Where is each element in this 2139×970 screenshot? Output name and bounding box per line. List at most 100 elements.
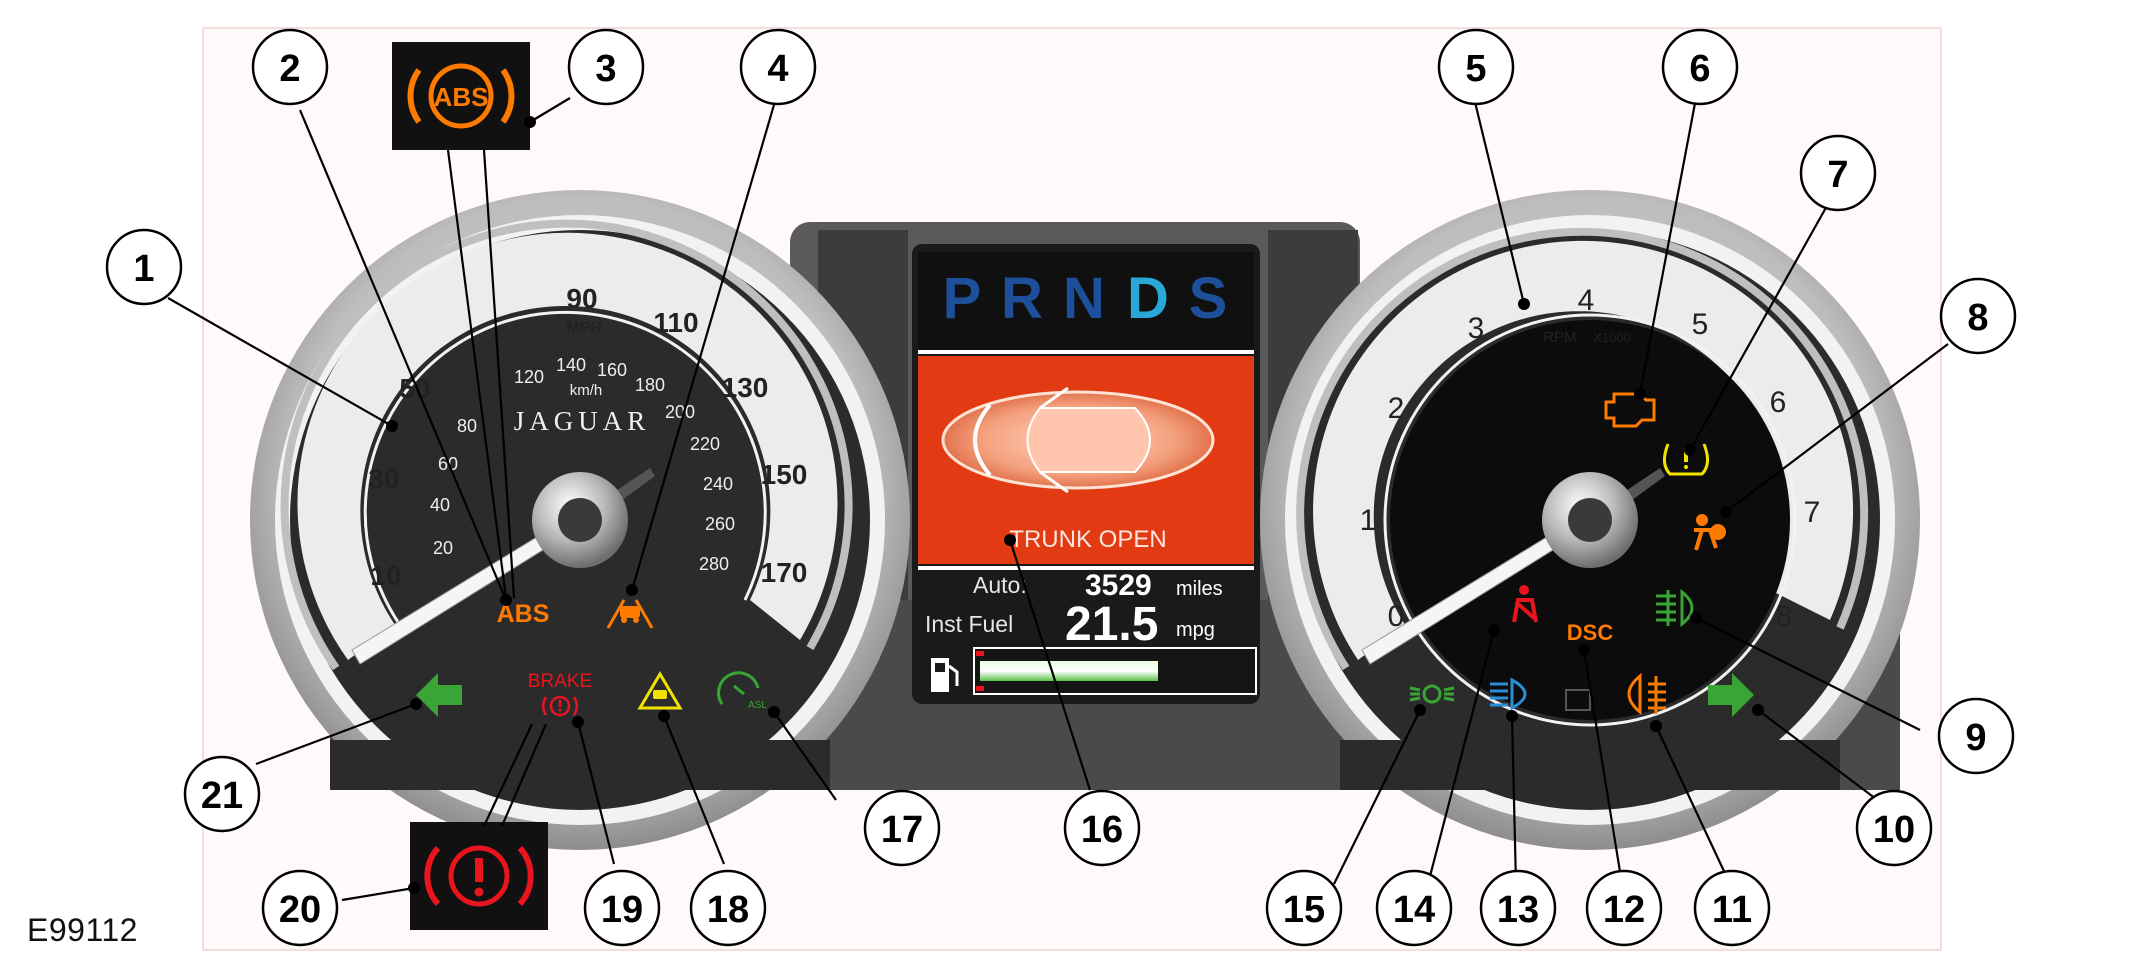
kmh-tick-label: 260: [705, 514, 735, 534]
callout-10: 10: [1855, 789, 1933, 867]
rpm-unit-label: RPM: [1543, 329, 1576, 346]
callout-number: 3: [595, 48, 616, 90]
callouts: 1 2 3 4 5 6 7 8 9 10 11 12 13 14 15 16 1…: [105, 28, 2017, 947]
fuel-economy-value: 21.5: [1065, 598, 1158, 651]
callout-number: 20: [279, 889, 321, 931]
kmh-tick-label: 120: [514, 367, 544, 387]
callout-number: 21: [201, 775, 243, 817]
mph-tick-label: 110: [653, 307, 698, 338]
rpm-tick-label: 4: [1578, 284, 1595, 317]
callout-20: 20: [261, 869, 339, 947]
trunk-open-message: TRUNK OPEN: [1009, 526, 1166, 553]
svg-text:ASL: ASL: [748, 700, 767, 711]
callout-16: 16: [1063, 789, 1141, 867]
check-engine-icon: [1604, 392, 1656, 428]
tachometer: 0 1 2 3 4 5 6 7 8 RPM X1000: [1260, 190, 1920, 850]
callout-number: 2: [279, 48, 300, 90]
callout-21: 21: [183, 755, 261, 833]
kmh-tick-label: 280: [699, 554, 729, 574]
rpm-tick-label: 5: [1692, 308, 1709, 341]
callout-number: 4: [767, 48, 788, 90]
callout-11: 11: [1693, 869, 1771, 947]
callout-number: 1: [133, 248, 154, 290]
kmh-tick-label: 140: [556, 355, 586, 375]
callout-number: 17: [881, 809, 923, 851]
kmh-tick-label: 200: [665, 402, 695, 422]
main-beam-icon: [1490, 677, 1527, 711]
callout-12: 12: [1585, 869, 1663, 947]
brake-warning-text: BRAKE: [528, 671, 592, 692]
fuel-gauge-fill: [980, 661, 1158, 681]
callout-number: 16: [1081, 809, 1123, 851]
callout-3: 3: [567, 28, 645, 106]
odometer-label: Auto:: [973, 572, 1027, 598]
tire-pressure-icon: [1663, 443, 1709, 476]
mph-scale-ring: [297, 232, 838, 661]
mph-tick-label: 50: [399, 373, 430, 404]
callout-4: 4: [739, 28, 817, 106]
rpm-tick-label: 0: [1388, 600, 1405, 633]
gear-r: R: [1001, 266, 1043, 331]
front-fog-light-icon: [1627, 672, 1666, 716]
brake-inset: [410, 822, 548, 930]
side-lights-icon: [1409, 684, 1455, 704]
airbag-warning-icon: [1694, 514, 1726, 551]
gear-n: N: [1063, 266, 1105, 331]
rpm-tick-label: 6: [1770, 386, 1787, 419]
center-display: P R N D S TRUNK OPEN Auto: 3529 miles In…: [912, 244, 1260, 704]
callout-9: 9: [1937, 697, 2015, 775]
callout-number: 6: [1689, 48, 1710, 90]
mph-tick-label: 130: [722, 372, 769, 403]
mph-tick-label: 170: [761, 557, 808, 588]
mph-tick-label: 10: [370, 560, 401, 591]
rpm-scale-ring: [1313, 240, 1854, 660]
callout-number: 7: [1827, 154, 1848, 196]
abs-inset: ABS: [392, 42, 530, 150]
callout-number: 13: [1497, 889, 1539, 931]
figure-id-label: E99112: [27, 912, 138, 948]
inner-ring: [363, 310, 767, 626]
dsc-warning-icon: DSC: [1567, 620, 1614, 645]
mph-tick-label: 90: [566, 283, 597, 314]
callout-number: 15: [1283, 889, 1325, 931]
rpm-tick-label: 1: [1360, 504, 1377, 537]
gear-s: S: [1189, 266, 1228, 331]
adaptive-speed-icon: ASL: [717, 671, 767, 711]
kmh-tick-label: 80: [457, 416, 477, 436]
callout-2: 2: [251, 28, 329, 106]
fuel-economy-unit: mpg: [1176, 619, 1215, 641]
kmh-tick-label: 20: [433, 538, 453, 558]
callout-number: 14: [1393, 889, 1435, 931]
callout-number: 10: [1873, 809, 1915, 851]
callout-number: 8: [1967, 297, 1988, 339]
callout-18: 18: [689, 869, 767, 947]
car-top-view-icon: [941, 386, 1215, 494]
mph-tick-band: [280, 219, 853, 671]
odometer-unit: miles: [1176, 578, 1223, 600]
rpm-tick-label: 3: [1468, 312, 1485, 345]
unlit-indicator: [1565, 689, 1591, 711]
leader-dots: [386, 116, 1764, 894]
callout-15: 15: [1265, 869, 1343, 947]
rpm-tick-label: 8: [1776, 600, 1793, 633]
callout-number: 19: [601, 889, 643, 931]
mph-tick-label: 150: [761, 459, 808, 490]
odometer-value: 3529: [1085, 569, 1152, 602]
callout-number: 5: [1465, 48, 1486, 90]
gear-p: P: [943, 266, 982, 331]
fuel-pump-icon: [931, 658, 959, 692]
brand-logo: JAGUAR: [514, 406, 651, 436]
brake-warning-icon: [541, 695, 579, 717]
mph-unit-label: MPH: [566, 320, 602, 337]
rpm-tick-label: 2: [1388, 392, 1405, 425]
mph-tick-label: 30: [368, 463, 399, 494]
left-turn-signal-icon: [416, 673, 462, 717]
right-turn-signal-icon: [1708, 673, 1754, 717]
kmh-tick-label: 40: [430, 495, 450, 515]
rpm-multiplier-label: X1000: [1593, 330, 1631, 345]
callout-5: 5: [1437, 28, 1515, 106]
callout-number: 12: [1603, 889, 1645, 931]
lane-departure-icon: [606, 599, 654, 629]
rpm-tick-label: 7: [1804, 496, 1821, 529]
